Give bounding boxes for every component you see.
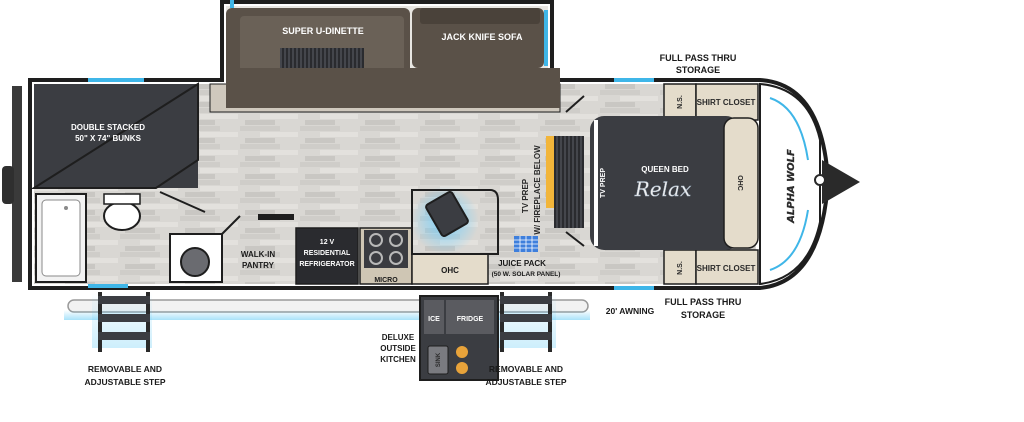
juice-pack-label-1: JUICE PACK: [498, 259, 546, 268]
bedroom: [590, 83, 759, 285]
micro-label: MICRO: [374, 277, 398, 284]
tv-prep-bedroom-label: TV PREP: [600, 168, 607, 198]
step-right-label-1: REMOVABLE AND: [489, 364, 563, 374]
jack-knife-sofa-label: JACK KNIFE SOFA: [441, 32, 523, 42]
step-right: [496, 292, 556, 352]
fridge-label: FRIDGE: [457, 316, 484, 323]
outside-kitchen: [419, 295, 499, 381]
relax-logo: Relax: [634, 177, 692, 201]
step-right-label-2: ADJUSTABLE STEP: [485, 377, 566, 387]
ice-label: ICE: [428, 316, 440, 323]
bunks-label-2: 50" X 74" BUNKS: [75, 134, 141, 143]
fireplace-area: [514, 95, 585, 252]
shirt-closet-top-label: SHIRT CLOSET: [697, 98, 756, 107]
step-left-label-1: REMOVABLE AND: [88, 364, 162, 374]
slide-out: [209, 0, 561, 113]
full-pass-thru-top-storage: STORAGE: [676, 65, 720, 75]
step-left: [92, 292, 152, 352]
ohc-bedroom-label: OHC: [736, 175, 743, 191]
full-pass-thru-bottom-storage: STORAGE: [681, 310, 725, 320]
refrigerator-label-3: REFRIGERATOR: [299, 261, 354, 268]
alpha-wolf-badge: ALPHA WOLF: [786, 149, 797, 224]
outside-kitchen-label-1: DELUXE: [382, 333, 415, 342]
queen-bed-label: QUEEN BED: [641, 165, 689, 174]
full-pass-thru-bottom-label: FULL PASS THRU: [665, 297, 742, 307]
refrigerator-label-2: RESIDENTIAL: [304, 250, 351, 257]
outside-kitchen-label-3: KITCHEN: [380, 355, 416, 364]
shirt-closet-bottom-label: SHIRT CLOSET: [697, 264, 756, 273]
rear-bumper: [2, 86, 22, 282]
ns-bottom-label: N.S.: [677, 261, 684, 275]
window-accents: [88, 78, 654, 290]
step-left-label-2: ADJUSTABLE STEP: [84, 377, 165, 387]
super-u-dinette-label: SUPER U-DINETTE: [282, 26, 364, 36]
juice-pack-label-2: (50 W. SOLAR PANEL): [492, 271, 561, 278]
bunk-room: [30, 78, 199, 189]
walk-in-pantry-label-2: PANTRY: [242, 261, 275, 270]
tv-prep-fireplace-label-1: TV PREP: [521, 178, 530, 213]
ns-top-label: N.S.: [677, 95, 684, 109]
front-cap: [759, 82, 860, 286]
awning-label: 20' AWNING: [606, 306, 655, 316]
full-pass-thru-top-label: FULL PASS THRU: [660, 53, 737, 63]
sink-label: SINK: [436, 352, 442, 367]
refrigerator-label-1: 12 V: [320, 239, 335, 246]
bunks-label-1: DOUBLE STACKED: [71, 123, 145, 132]
outside-kitchen-label-2: OUTSIDE: [380, 344, 416, 353]
tv-prep-fireplace-label-2: W/ FIREPLACE BELOW: [533, 145, 542, 235]
bathroom: [35, 191, 294, 283]
walk-in-pantry-label-1: WALK-IN: [241, 250, 275, 259]
kitchen: [295, 186, 499, 285]
ohc-kitchen-label: OHC: [441, 266, 459, 275]
